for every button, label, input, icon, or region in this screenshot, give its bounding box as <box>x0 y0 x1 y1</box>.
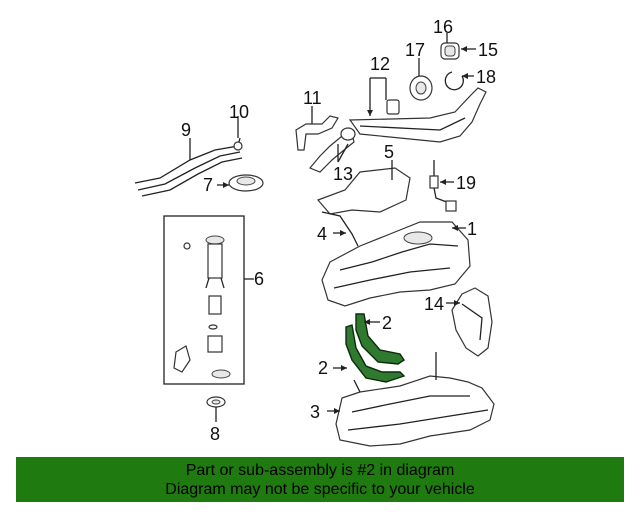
callout-19: 19 <box>456 173 476 193</box>
callout-7: 7 <box>203 175 213 195</box>
part-filler-gasket <box>409 58 433 101</box>
part-sub-fuel-tank <box>327 352 495 447</box>
part-sender-unit <box>429 160 457 212</box>
callout-2-upper: 2 <box>382 313 392 333</box>
callout-6: 6 <box>254 269 264 289</box>
callout-2-lower: 2 <box>318 358 328 378</box>
banner-line-1: Part or sub-assembly is #2 in diagram <box>185 462 455 479</box>
part-filler-pipe <box>348 77 487 143</box>
callout-17: 17 <box>405 40 425 60</box>
callout-15: 15 <box>478 40 498 60</box>
part-filler-hose <box>309 127 356 173</box>
callout-4: 4 <box>317 224 327 244</box>
callout-11: 11 <box>303 88 322 108</box>
callout-18: 18 <box>476 67 496 87</box>
part-fuel-lines <box>134 116 243 197</box>
part-fuel-cap <box>440 33 476 60</box>
banner-line-2: Diagram may not be specific to your vehi… <box>165 481 475 498</box>
callout-5: 5 <box>384 142 394 162</box>
info-banner: Part or sub-assembly is #2 in diagram Di… <box>16 457 624 502</box>
part-tank-gasket <box>206 396 226 422</box>
callout-9: 9 <box>181 120 191 140</box>
part-fuel-pump-assembly <box>163 215 254 385</box>
part-fuel-tank <box>321 221 471 307</box>
part-heat-shield <box>316 160 411 215</box>
callout-13: 13 <box>333 164 353 184</box>
part-clamp-ring <box>444 71 474 91</box>
callout-3: 3 <box>310 402 320 422</box>
callout-8: 8 <box>210 424 220 444</box>
part-pipe-bracket <box>321 211 359 247</box>
callout-1: 1 <box>467 219 477 239</box>
callout-12: 12 <box>370 54 390 74</box>
part-tank-strap-highlighted <box>333 313 406 383</box>
callout-16: 16 <box>433 17 453 37</box>
part-breather-hose <box>295 106 339 151</box>
part-lock-ring <box>217 174 264 192</box>
parts-diagram: 16 15 17 18 12 11 13 <box>134 17 498 447</box>
callout-14: 14 <box>424 294 444 314</box>
part-tank-protector <box>446 287 493 357</box>
callout-10: 10 <box>229 102 249 122</box>
